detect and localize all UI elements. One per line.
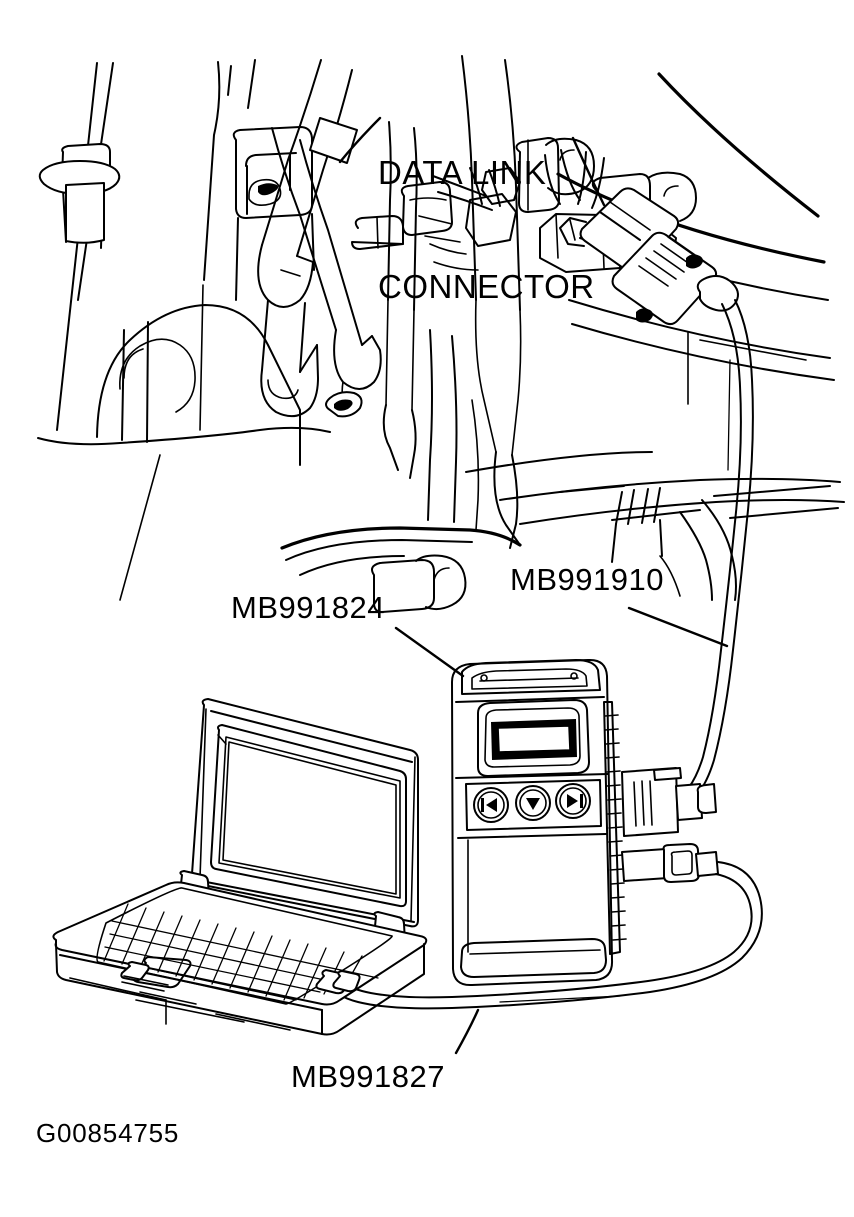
center-console xyxy=(461,55,522,549)
dlc-locking-tab xyxy=(559,217,587,247)
scan-tool-top-bezel xyxy=(455,659,605,703)
steering-column-shaft xyxy=(56,62,114,431)
dlc-strain-relief xyxy=(636,254,739,323)
dlc-label-line-2: CONNECTOR xyxy=(378,268,595,305)
interior-structure-lines xyxy=(199,59,256,431)
laptop-port xyxy=(315,969,361,995)
column-grommet xyxy=(38,143,121,244)
left-arrow-button xyxy=(473,787,509,823)
scan-tool-side-ribs xyxy=(603,701,627,955)
part-label-mb991910: MB991910 xyxy=(510,562,664,597)
leader-lines xyxy=(338,116,729,1055)
laptop-lid xyxy=(191,698,419,928)
carpet-edge xyxy=(119,454,522,601)
underdash-hose xyxy=(659,499,737,601)
laptop-front-edge xyxy=(135,991,245,1023)
scan-tool-keypad xyxy=(465,779,602,831)
accelerator-pedal-arm xyxy=(271,127,382,418)
laptop-trackpad xyxy=(120,956,192,992)
brake-pedal-arm xyxy=(257,59,358,418)
hvac-duct xyxy=(515,137,595,213)
data-link-connector-assembly xyxy=(400,149,739,326)
center-bracket xyxy=(371,554,467,613)
down-arrow-button xyxy=(515,785,551,821)
laptop-computer xyxy=(52,698,428,1036)
right-arrow-button xyxy=(555,783,591,819)
data-link-connector-label: DATA LINK CONNECTOR xyxy=(378,78,595,382)
harness-clip-center xyxy=(378,568,380,578)
firewall-panel-left xyxy=(37,304,331,466)
mb991827-cable xyxy=(327,861,763,1010)
heat-shield-louvers xyxy=(611,487,663,563)
third-pedal-rod xyxy=(382,121,418,479)
pedal-bracket xyxy=(232,126,315,301)
part-label-mb991824: MB991824 xyxy=(231,590,385,625)
vehicle-interior-group xyxy=(37,55,845,613)
scan-tool-display xyxy=(477,699,590,777)
leader-mb991827 xyxy=(454,1008,480,1055)
dlc-label-line-1: DATA LINK xyxy=(378,154,547,191)
figure-id-label: G00854755 xyxy=(36,1118,180,1148)
leader-mb991910 xyxy=(627,606,729,648)
scan-tool-mb991824 xyxy=(451,658,719,987)
leader-dlc-right xyxy=(571,136,606,207)
part-label-mb991827: MB991827 xyxy=(291,1059,445,1094)
scan-tool-lower-panel xyxy=(457,833,607,978)
mb991910-cable xyxy=(671,299,754,811)
leader-dlc-left xyxy=(338,116,382,164)
pedal-cluster-strands xyxy=(427,329,480,531)
dlc-mounting-bracket xyxy=(400,167,521,271)
scan-tool-usb-port xyxy=(621,843,719,883)
leader-mb991824 xyxy=(394,626,465,678)
scan-tool-dlc-port xyxy=(621,767,717,837)
